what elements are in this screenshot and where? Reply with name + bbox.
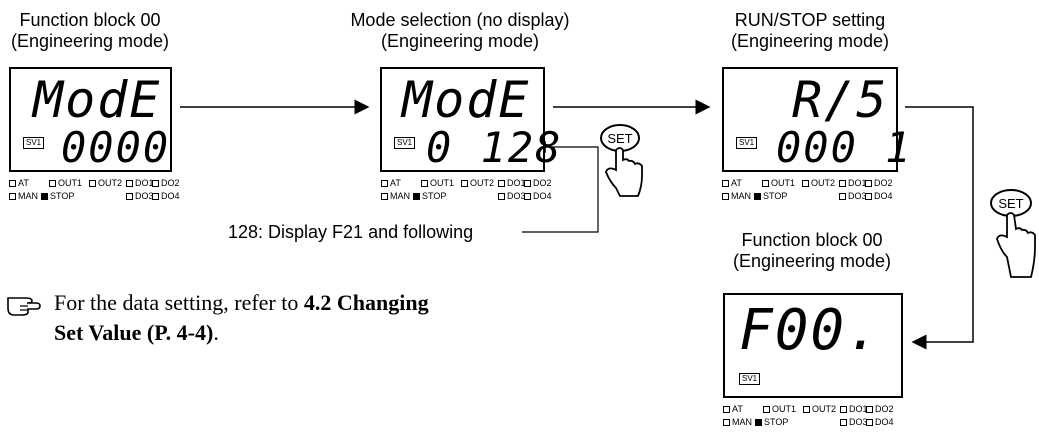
panel-3-top-display: R/5 (792, 71, 889, 129)
panel-1-caption-line-2: (Engineering mode) (10, 31, 170, 51)
panel-2-indicators: AT OUT1 OUT2 DO1 DO2 MAN STOP DO3 DO4 (381, 178, 552, 204)
panel-1-caption-line-1: Function block 00 (19, 10, 161, 30)
display-panel-4: F00. SV1 (723, 293, 903, 398)
panel-3-caption-line-2: (Engineering mode) (730, 31, 890, 51)
indicator-do1: DO1 (840, 404, 868, 415)
annotation-text: 128: Display F21 and following (228, 222, 474, 242)
indicator-man: MAN (381, 191, 410, 202)
panel-4-caption: Function block 00 (Engineering mode) (712, 230, 912, 272)
display-panel-3: R/5 SV1 000 1 (722, 67, 910, 172)
indicator-out2: OUT2 (803, 404, 836, 415)
indicator-man: MAN (723, 417, 752, 428)
indicator-out2: OUT2 (802, 178, 835, 189)
panel-4-caption-line-2: (Engineering mode) (732, 251, 892, 271)
pressing-finger-icon: SET (600, 124, 643, 197)
panel-4-top-display: F00. (739, 298, 882, 363)
indicator-do1: DO1 (839, 178, 867, 189)
pressing-finger-icon: SET (990, 189, 1036, 278)
indicator-do3: DO3 (126, 191, 154, 202)
indicator-out1: OUT1 (49, 178, 82, 189)
reference-line-2: Set Value (P. 4-4). (54, 318, 429, 348)
panel-3-bottom-display: 000 1 (776, 123, 913, 172)
indicator-do4: DO4 (152, 191, 180, 202)
reference-line-1: For the data setting, refer to 4.2 Chang… (54, 288, 429, 318)
indicator-stop: STOP (413, 191, 446, 202)
set-key-1[interactable]: SET (598, 120, 648, 200)
panel-4-sv1-label: SV1 (739, 373, 761, 385)
indicator-do3: DO3 (840, 417, 868, 428)
indicator-out1: OUT1 (763, 404, 796, 415)
panel-3-sv1-label: SV1 (736, 137, 758, 149)
panel-2-caption: Mode selection (no display) (Engineering… (330, 10, 590, 52)
reference-icon (6, 292, 42, 318)
indicator-out2: OUT2 (461, 178, 494, 189)
indicator-stop: STOP (754, 191, 787, 202)
display-panel-2: ModE SV1 0 128 (380, 67, 560, 172)
indicator-do2: DO2 (524, 178, 552, 189)
indicator-do1: DO1 (498, 178, 526, 189)
display-panel-1: ModE SV1 0000 (9, 67, 172, 172)
panel-1-caption: Function block 00 (Engineering mode) (0, 10, 180, 52)
set-key-2-label: SET (998, 196, 1023, 211)
panel-4-indicators: AT OUT1 OUT2 DO1 DO2 MAN STOP DO3 DO4 (723, 404, 894, 430)
indicator-do3: DO3 (839, 191, 867, 202)
reference-link-section[interactable]: 4.2 Changing (303, 290, 429, 315)
indicator-out1: OUT1 (762, 178, 795, 189)
reference-line-2-text: . (213, 320, 219, 345)
reference-link-page[interactable]: Set Value (P. 4-4) (54, 320, 214, 345)
indicator-do2: DO2 (866, 404, 894, 415)
indicator-do4: DO4 (865, 191, 893, 202)
indicator-at: AT (723, 404, 743, 415)
indicator-do3: DO3 (498, 191, 526, 202)
panel-4-caption-line-1: Function block 00 (741, 230, 883, 250)
indicator-out2: OUT2 (89, 178, 122, 189)
set-key-1-label: SET (607, 131, 632, 146)
reference-line-1-text: For the data setting, refer to (54, 290, 304, 315)
panel-2-caption-line-1: Mode selection (no display) (350, 10, 570, 30)
set-key-2[interactable]: SET (985, 185, 1039, 285)
indicator-do4: DO4 (866, 417, 894, 428)
panel-3-indicators: AT OUT1 OUT2 DO1 DO2 MAN STOP DO3 DO4 (722, 178, 893, 204)
indicator-man: MAN (722, 191, 751, 202)
panel-3-caption: RUN/STOP setting (Engineering mode) (700, 10, 920, 52)
annotation-leader-line (522, 141, 599, 233)
panel-2-sv1-label: SV1 (394, 137, 416, 149)
reference-text: For the data setting, refer to 4.2 Chang… (54, 288, 429, 348)
indicator-out1: OUT1 (421, 178, 454, 189)
panel-2-caption-line-2: (Engineering mode) (380, 31, 540, 51)
indicator-at: AT (9, 178, 29, 189)
indicator-do2: DO2 (152, 178, 180, 189)
arrow-panel3-to-panel4 (905, 106, 974, 350)
panel-1-sv1-label: SV1 (23, 137, 45, 149)
indicator-at: AT (722, 178, 742, 189)
indicator-man: MAN (9, 191, 38, 202)
indicator-stop: STOP (755, 417, 788, 428)
indicator-stop: STOP (41, 191, 74, 202)
indicator-do2: DO2 (865, 178, 893, 189)
panel-3-caption-line-1: RUN/STOP setting (734, 10, 886, 30)
pointing-hand-icon (7, 297, 41, 316)
panel-2-top-display: ModE (402, 71, 531, 129)
panel-1-top-display: ModE (33, 71, 162, 129)
panel-1-bottom-display: 0000 (61, 123, 171, 172)
indicator-at: AT (381, 178, 401, 189)
panel-1-indicators: AT OUT1 OUT2 DO1 DO2 MAN STOP DO3 DO4 (9, 178, 180, 204)
panel-2-bottom-display: 0 128 (426, 123, 563, 172)
indicator-do4: DO4 (524, 191, 552, 202)
indicator-do1: DO1 (126, 178, 154, 189)
